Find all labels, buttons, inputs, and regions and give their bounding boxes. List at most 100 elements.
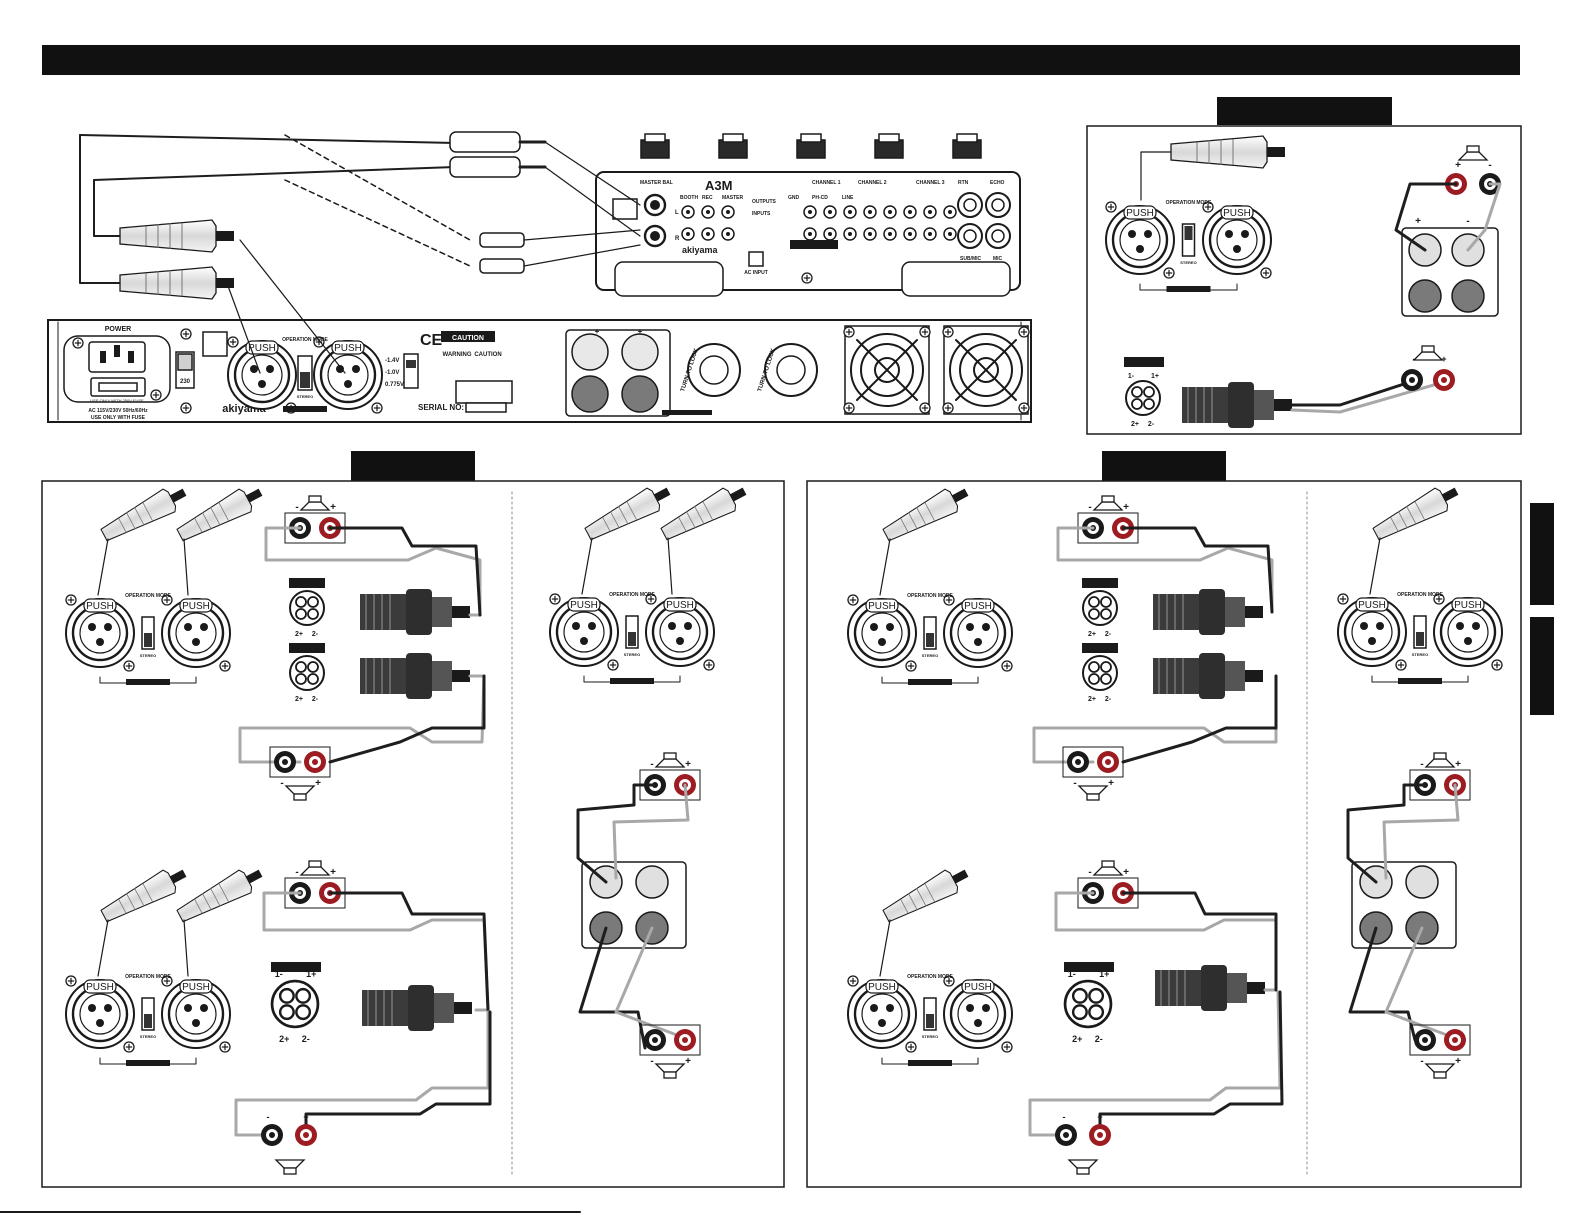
mixer-inputs: INPUTS <box>752 211 771 217</box>
bl-speakon-3 <box>361 984 473 1032</box>
ph-cd-label: PH-CD <box>812 195 828 201</box>
mixer-l: L <box>675 210 679 216</box>
speaker <box>655 1063 685 1079</box>
terminal-plus: + <box>685 1056 691 1067</box>
xlr-plug <box>173 480 268 547</box>
pin-1-plus: 1+ <box>315 583 323 590</box>
pin-1-plus: 1+ <box>1108 583 1116 590</box>
br-binding-black <box>1055 1124 1077 1146</box>
channel-rca-pin <box>928 210 932 214</box>
screw <box>843 402 855 414</box>
mode-switch-knob <box>1184 226 1193 240</box>
brr-cable-black-1 <box>1346 783 1427 884</box>
side-tab <box>1530 503 1554 605</box>
speakon-pin-face <box>1125 380 1161 416</box>
terminal-plus: + <box>1455 1056 1461 1067</box>
binding-cap <box>635 865 669 899</box>
ac-input-label: AC INPUT <box>744 270 768 276</box>
pin-2-plus: 2+ <box>295 631 303 638</box>
xlr-jack-a <box>1338 594 1406 670</box>
channel-rca-pin <box>828 210 832 214</box>
speaker-icon <box>300 495 330 511</box>
bl-cable-black-1 <box>328 526 482 617</box>
tr-plus: + <box>1415 216 1421 227</box>
mode-switch-knob <box>628 632 636 646</box>
spec-box <box>455 380 513 404</box>
pin-1-minus: 1- <box>275 969 283 979</box>
brr-cable-gray-1 <box>1382 783 1460 880</box>
screw <box>942 326 954 338</box>
br-speakon-3 <box>1154 964 1266 1012</box>
ac-note-1: AC 115V/230V 50Hz/60Hz <box>88 408 148 414</box>
terminal-plus: + <box>1455 759 1461 770</box>
binding-post-red <box>304 751 326 773</box>
iec-pin <box>100 351 106 363</box>
mixer-jack-inner <box>991 229 1005 243</box>
gnd-label: GND <box>788 195 800 201</box>
xlr-plug-angled <box>97 861 192 928</box>
pin-2-minus: 2- <box>312 696 319 703</box>
tr-lower-speaker <box>1413 345 1443 361</box>
xlr-plug-angled <box>657 479 752 546</box>
tr-top-minus: - <box>1488 160 1491 171</box>
section-header-bar <box>351 451 475 481</box>
stereo-label: STEREO <box>1180 260 1196 265</box>
rtn-label: RTN <box>958 180 969 186</box>
echo-label: ECHO <box>990 180 1005 186</box>
terminal-minus: - <box>1073 778 1076 789</box>
caution-label: CAUTION <box>452 335 484 342</box>
br-cable-gray-2 <box>614 926 692 1042</box>
stereo-label: STEREO <box>140 653 156 658</box>
operation-mode-label: OPERATION MODE <box>125 593 171 599</box>
bl-speakon-2 <box>359 652 471 700</box>
terminal-minus: - <box>1088 502 1091 513</box>
speaker <box>1068 1159 1098 1175</box>
speakon-jack-inner <box>699 355 729 385</box>
terminal-plus: + <box>315 778 321 789</box>
bl-binding-red <box>295 1124 317 1146</box>
stereo-label: STEREO <box>922 653 938 658</box>
panel-frame-bottom-right <box>806 480 1522 1188</box>
rca-plug-body <box>449 156 521 178</box>
bl-speakon-1 <box>359 588 471 636</box>
bl-binding-black <box>261 1124 283 1146</box>
pin-label-bar <box>289 578 325 588</box>
speaker <box>275 1159 305 1175</box>
terminal-minus: - <box>295 867 298 878</box>
xlr-jack-b <box>1434 594 1502 670</box>
mixer-jack-inner <box>963 229 977 243</box>
stereo-label: STEREO <box>922 1034 938 1039</box>
tr-lower-binding <box>1401 369 1423 391</box>
speakon-pin-face <box>289 655 325 691</box>
xlr-plug <box>581 479 676 546</box>
stereo-label: STEREO <box>624 652 640 657</box>
brr-cable-black-2 <box>1348 926 1417 1042</box>
terminal-minus: - <box>1088 867 1091 878</box>
xlr-jack-a <box>66 595 134 671</box>
screw <box>843 326 855 338</box>
mixer-knob-cap <box>644 133 666 143</box>
operation-mode-label: OPERATION MODE <box>609 592 655 598</box>
binding-post-black <box>1067 751 1089 773</box>
xlr-jack-b <box>944 595 1012 671</box>
speaker <box>285 785 315 801</box>
speaker <box>1425 1063 1455 1079</box>
mode-switch-knob <box>300 372 310 388</box>
bl-cable-black-3 <box>328 891 490 1012</box>
speakon-pin-face <box>1082 655 1118 691</box>
pin-label-bar <box>1124 357 1164 367</box>
terminal-plate <box>639 1024 701 1056</box>
bl-cable-black-4 <box>304 1010 492 1137</box>
panel-plus: + <box>638 327 643 336</box>
terminal-minus: - <box>295 502 298 513</box>
tr-lower-binding-red <box>1433 369 1455 391</box>
pin-2-minus: 2- <box>312 631 319 638</box>
pin-1-minus: 1- <box>292 583 299 590</box>
pin-2-minus: 2- <box>1105 696 1112 703</box>
screw <box>801 272 813 284</box>
mixer-warning-box <box>790 240 838 249</box>
panel-bar <box>662 410 712 415</box>
ac-input-jack <box>748 251 764 267</box>
mode-switch-knob <box>926 1014 934 1028</box>
